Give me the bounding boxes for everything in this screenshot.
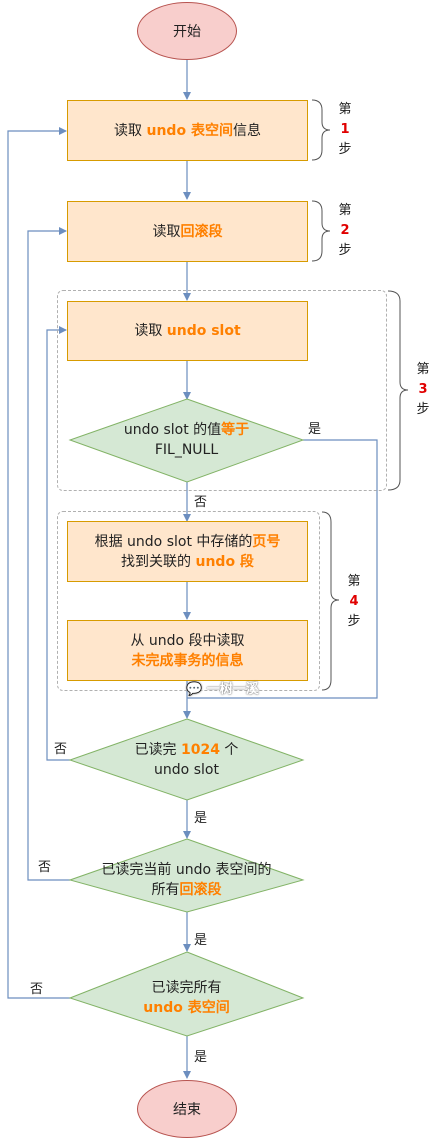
dec3-text-2b: 回滚段 [179, 882, 222, 898]
decision-shape-1 [68, 398, 305, 483]
box1-text-b: undo 表空间 [146, 122, 233, 139]
dec1-text-1b: 等于 [221, 422, 250, 438]
dec2-text-1a: 已读完 [134, 742, 182, 758]
box1-text-c: 信息 [232, 122, 261, 139]
wechat-icon: 💬 [186, 682, 203, 697]
step-4-label: 第 4 步 [345, 572, 363, 632]
no-label-3: 否 [38, 860, 52, 875]
dec2-text-1c: 个 [219, 742, 239, 758]
box5-text-2: 未完成事务的信息 [131, 652, 244, 669]
box2-text-a: 读取 [152, 223, 181, 240]
step-brackets [311, 99, 409, 691]
box5-text-1: 从 undo 段中读取 [130, 632, 245, 649]
no-label-1: 否 [194, 495, 208, 510]
dec4-text-2: undo 表空间 [143, 1000, 230, 1016]
box4-text-1b: 页号 [252, 533, 281, 550]
connectors [7, 60, 378, 1079]
end-node: 结束 [137, 1080, 237, 1138]
step-2-label: 第 2 步 [336, 201, 354, 261]
step-3-label: 第 3 步 [414, 360, 432, 420]
watermark-text: 一树一溪 [206, 682, 259, 697]
dec3-text-2a: 所有 [151, 882, 180, 898]
box4-text-2b: undo 段 [195, 553, 254, 570]
box1-text-a: 读取 [114, 122, 147, 139]
process-find-undo-segment: 根据 undo slot 中存储的页号 找到关联的 undo 段 [67, 521, 308, 582]
box2-text-b: 回滚段 [180, 223, 223, 240]
dec2-text-1b: 1024 [181, 742, 220, 758]
decision-undo-slot-null: undo slot 的值等于 FIL_NULL [70, 418, 303, 462]
box3-text-b: undo slot [166, 323, 241, 339]
step-4-number: 4 [349, 594, 359, 609]
step-3-group [57, 290, 387, 491]
step-4-prefix: 第 [347, 574, 361, 589]
dec3-text-1: 已读完当前 undo 表空间的 [101, 862, 272, 878]
step-1-suffix: 步 [338, 142, 352, 157]
yes-label-4: 是 [194, 1050, 208, 1065]
process-read-rollback-segment: 读取回滚段 [67, 201, 308, 262]
watermark: 💬 一树一溪 [186, 678, 259, 697]
step-3-suffix: 步 [416, 402, 430, 417]
step-2-prefix: 第 [338, 203, 352, 218]
yes-label-1: 是 [308, 422, 322, 437]
step-1-label: 第 1 步 [336, 100, 354, 160]
decision-shape-3 [68, 838, 305, 913]
dec1-text-2: FIL_NULL [154, 442, 219, 458]
yes-label-3: 是 [194, 933, 208, 948]
dec2-text-2: undo slot [154, 762, 219, 778]
step-1-prefix: 第 [338, 102, 352, 117]
dec1-text-1a: undo slot 的值 [123, 422, 222, 438]
step-4-suffix: 步 [347, 614, 361, 629]
start-node: 开始 [137, 2, 237, 60]
step-3-prefix: 第 [416, 362, 430, 377]
start-label: 开始 [173, 24, 201, 40]
step-1-number: 1 [340, 122, 350, 137]
process-read-uncommitted-txn: 从 undo 段中读取 未完成事务的信息 [67, 620, 308, 681]
decision-shape-4 [68, 951, 305, 1037]
box3-text-a: 读取 [134, 323, 167, 339]
step-2-suffix: 步 [338, 243, 352, 258]
decision-read-all-rollback-segments: 已读完当前 undo 表空间的 所有回滚段 [70, 858, 303, 902]
dec4-text-1: 已读完所有 [151, 980, 222, 996]
no-label-2: 否 [54, 742, 68, 757]
decision-read-1024-slots: 已读完 1024 个 undo slot [70, 738, 303, 782]
decision-shape-2 [68, 718, 305, 801]
process-read-undo-slot: 读取 undo slot [67, 301, 308, 361]
no-label-4: 否 [30, 982, 44, 997]
yes-label-2: 是 [194, 811, 208, 826]
step-4-group [57, 511, 320, 691]
decision-read-all-tablespaces: 已读完所有 undo 表空间 [70, 976, 303, 1020]
process-read-undo-tablespace: 读取 undo 表空间信息 [67, 100, 308, 161]
step-3-number: 3 [418, 382, 428, 397]
step-2-number: 2 [340, 223, 350, 238]
box4-text-2a: 找到关联的 [121, 553, 196, 570]
box4-text-1a: 根据 undo slot 中存储的 [94, 533, 253, 550]
end-label: 结束 [173, 1102, 201, 1118]
